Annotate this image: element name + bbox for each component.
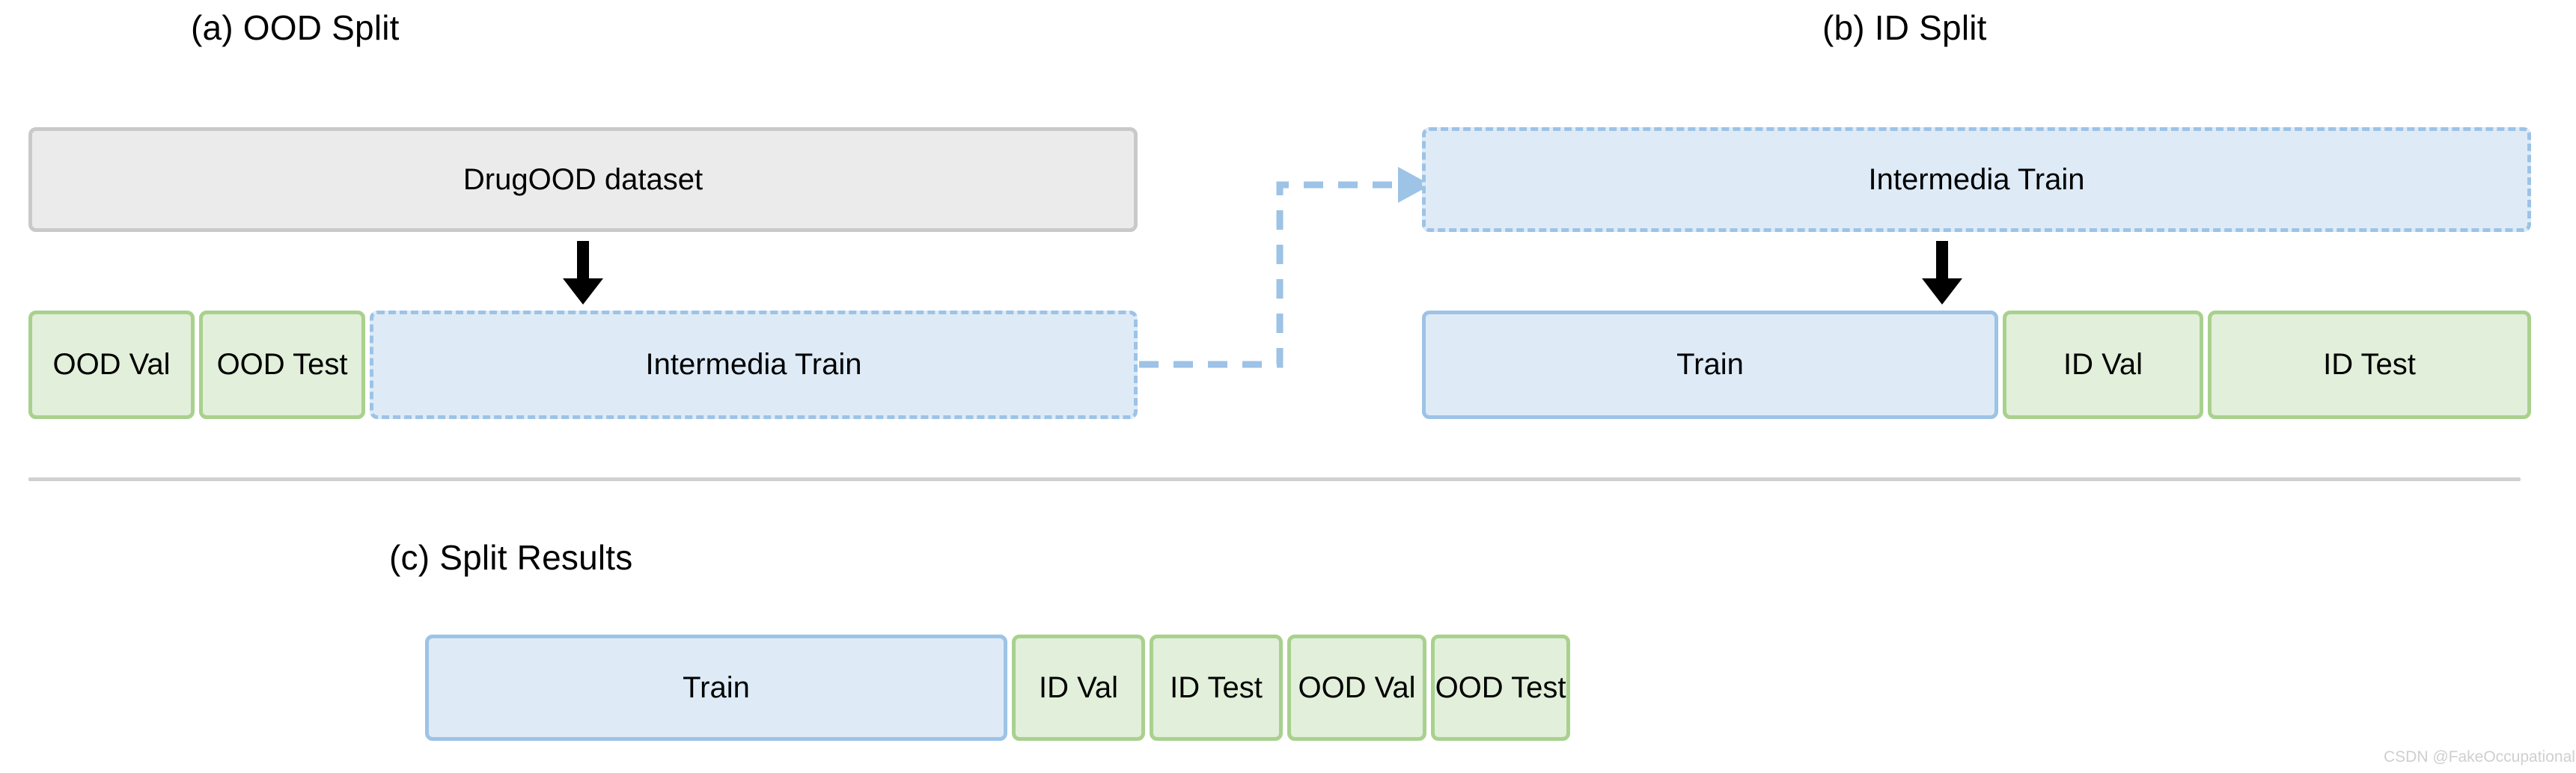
- train-box-panel-c[interactable]: Train: [425, 635, 1007, 741]
- arrow-down-icon: [563, 241, 603, 305]
- drugood-dataset-label: DrugOOD dataset: [463, 162, 703, 196]
- intermedia-train-label-panel-a: Intermedia Train: [645, 348, 862, 381]
- id-val-box-panel-c[interactable]: ID Val: [1012, 635, 1145, 741]
- id-test-label-panel-c: ID Test: [1170, 670, 1263, 704]
- drugood-dataset-box[interactable]: DrugOOD dataset: [28, 127, 1138, 232]
- intermedia-train-box-panel-b[interactable]: Intermedia Train: [1422, 127, 2531, 232]
- train-box-panel-b[interactable]: Train: [1422, 311, 1998, 419]
- watermark-text: CSDN @FakeOccupational: [2384, 748, 2575, 766]
- id-test-box-panel-c[interactable]: ID Test: [1150, 635, 1283, 741]
- ood-test-label-panel-c: OOD Test: [1435, 670, 1566, 704]
- panel-b-title: (b) ID Split: [1822, 8, 1987, 47]
- panel-c-title: (c) Split Results: [389, 538, 633, 577]
- ood-val-box-panel-c[interactable]: OOD Val: [1287, 635, 1426, 741]
- panel-a-title: (a) OOD Split: [191, 8, 400, 47]
- id-test-label-panel-b: ID Test: [2323, 348, 2416, 381]
- arrow-down-icon: [1922, 241, 1962, 305]
- section-divider: [28, 477, 2521, 481]
- ood-val-label-panel-c: OOD Val: [1298, 670, 1416, 704]
- ood-test-box-panel-a[interactable]: OOD Test: [199, 311, 365, 419]
- id-test-box-panel-b[interactable]: ID Test: [2208, 311, 2531, 419]
- ood-test-box-panel-c[interactable]: OOD Test: [1431, 635, 1570, 741]
- ood-val-label-panel-a: OOD Val: [52, 348, 171, 381]
- intermedia-train-box-panel-a[interactable]: Intermedia Train: [370, 311, 1138, 419]
- train-label-panel-b: Train: [1676, 348, 1744, 381]
- id-val-box-panel-b[interactable]: ID Val: [2003, 311, 2203, 419]
- id-val-label-panel-b: ID Val: [2063, 348, 2143, 381]
- ood-val-box-panel-a[interactable]: OOD Val: [28, 311, 195, 419]
- id-val-label-panel-c: ID Val: [1039, 670, 1118, 704]
- intermedia-train-label-panel-b: Intermedia Train: [1868, 162, 2085, 196]
- train-label-panel-c: Train: [683, 670, 750, 704]
- ood-test-label-panel-a: OOD Test: [216, 348, 348, 381]
